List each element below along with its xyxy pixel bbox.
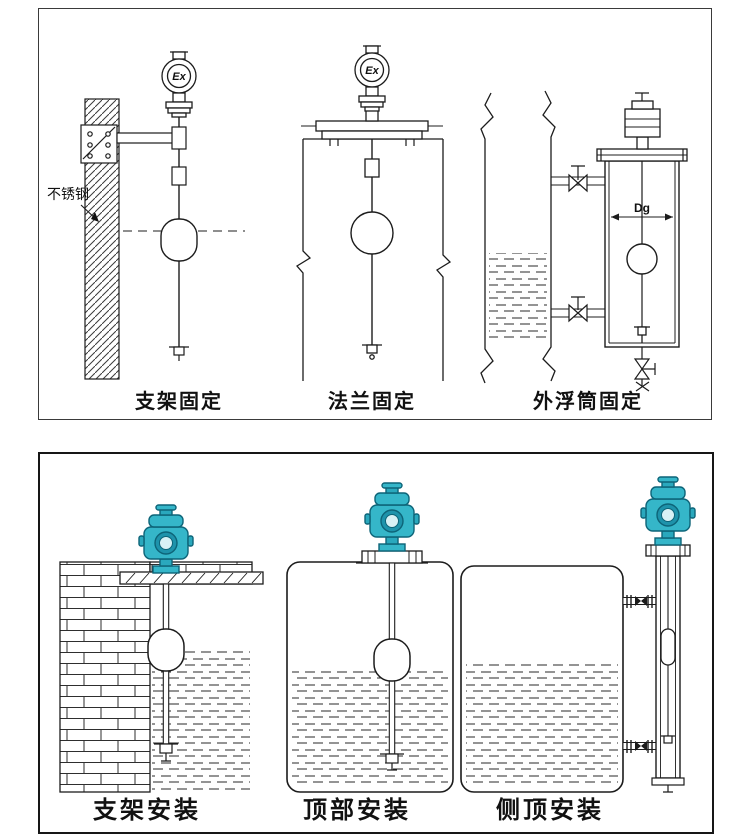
- ex-marking: Ex: [172, 71, 186, 83]
- bracket-platform: [119, 571, 264, 585]
- diagram-top-install: 顶部安装: [286, 482, 454, 824]
- fixing-methods-drawing: Ex 不锈钢 支架固定: [47, 45, 688, 413]
- float-icon: [373, 638, 411, 682]
- diagram-caption: 支架固定: [135, 389, 223, 413]
- stem-bottom-stop: [380, 753, 404, 771]
- tube-top-flange: [645, 544, 691, 557]
- stem-bottom-stop: [362, 344, 382, 360]
- liquid-area: [466, 662, 618, 787]
- tank-left-wall: [296, 139, 312, 381]
- float-icon: [147, 628, 185, 672]
- float-icon: [660, 628, 676, 666]
- diagram-caption: 支架安装: [93, 796, 201, 824]
- stem-bottom-stop: [154, 743, 178, 762]
- chamber-float-icon: [626, 243, 658, 275]
- upper-valve-icon: [568, 165, 588, 193]
- diagram-flange-fixed: Ex 法兰固定: [296, 45, 452, 413]
- diagram-bracket-install: 支架安装: [59, 504, 264, 824]
- diagram-caption: 侧顶安装: [496, 796, 604, 824]
- lower-valve-icon: [568, 296, 588, 323]
- tank-right-wall: [436, 139, 452, 381]
- liquid-area: [292, 669, 448, 787]
- diagram-bracket-fixed: Ex 不锈钢 支架固定: [47, 51, 245, 413]
- vessel-liquid: [489, 253, 547, 341]
- stem-coupler: [364, 158, 380, 178]
- tube-bottom-cap: [651, 777, 685, 793]
- chamber-top-flange: [596, 148, 688, 162]
- tube-inner-walls: [660, 556, 676, 778]
- ex-transmitter-head-icon: [161, 51, 197, 118]
- smart-transmitter-head-icon: [364, 482, 420, 552]
- diagram-side-top-install: 侧顶安装: [460, 476, 696, 824]
- wall-mount-plate: [80, 124, 118, 164]
- mounting-flange: [356, 550, 428, 564]
- chamber-head-unit: [624, 92, 661, 150]
- ball-float-icon: [350, 211, 394, 255]
- ex-transmitter-head-icon: [354, 45, 390, 112]
- vessel-left-wall: [480, 92, 494, 384]
- chamber-stem-stop: [634, 326, 650, 343]
- stainless-annotation: 不锈钢: [47, 186, 99, 222]
- installation-methods-panel: 支架安装 顶部安装: [38, 452, 714, 834]
- stem-coupler: [171, 166, 187, 186]
- diagram-caption: 法兰固定: [328, 389, 416, 413]
- diagram-external-chamber: Dg 外浮筒固定: [480, 90, 688, 413]
- installation-methods-drawing: 支架安装 顶部安装: [59, 476, 696, 824]
- fixing-methods-panel: Ex 不锈钢 支架固定: [38, 8, 712, 420]
- ex-marking: Ex: [365, 65, 379, 77]
- smart-transmitter-head-icon: [640, 476, 696, 546]
- vessel-right-wall: [542, 90, 556, 382]
- diagram-caption: 外浮筒固定: [533, 389, 643, 413]
- upper-connector: [622, 595, 657, 608]
- stem-bottom-stop: [661, 735, 675, 744]
- bracket-arm: [116, 132, 174, 144]
- brick-wall-column: [59, 561, 151, 793]
- stem-bottom-stop: [169, 346, 189, 361]
- float-icon: [160, 218, 198, 262]
- diagram-caption: 顶部安装: [303, 796, 411, 824]
- stem-clamp: [171, 126, 187, 150]
- drain-valve-icon: [633, 347, 656, 392]
- lower-connector: [622, 740, 657, 753]
- stainless-label: 不锈钢: [47, 186, 89, 202]
- connecting-pipes: [551, 176, 605, 318]
